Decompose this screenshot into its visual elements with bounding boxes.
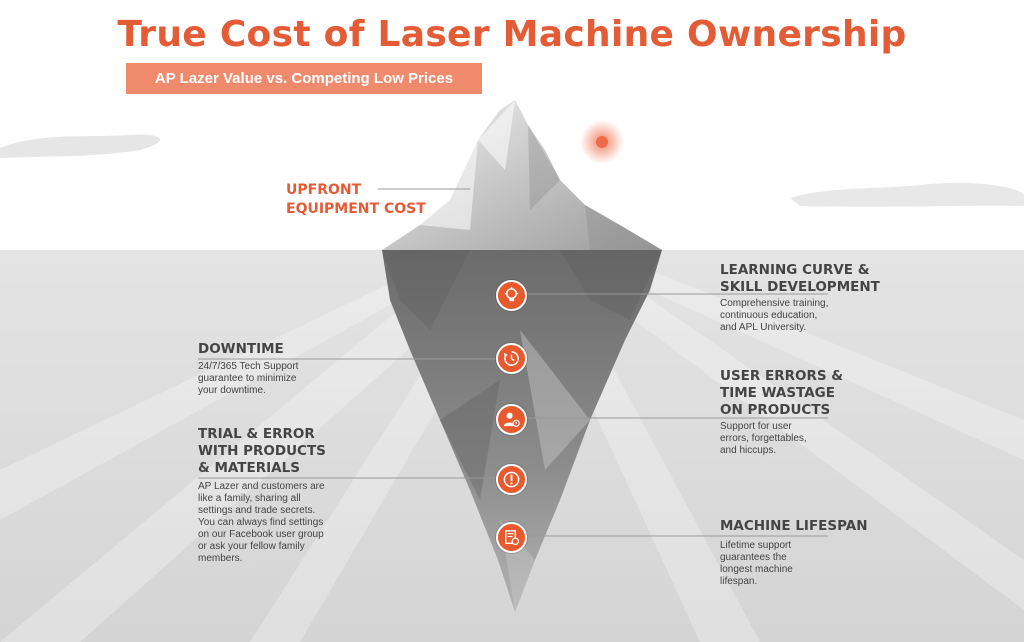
subtitle-banner: AP Lazer Value vs. Competing Low Prices <box>126 63 482 94</box>
trial-error-description: AP Lazer and customers are like a family… <box>198 481 325 564</box>
iceberg-underwater <box>382 250 662 612</box>
learning-curve-description: Comprehensive training, continuous educa… <box>720 298 829 333</box>
exclamation-icon <box>496 464 527 495</box>
page-title: True Cost of Laser Machine Ownership <box>117 14 907 55</box>
downtime-description: 24/7/365 Tech Support guarantee to minim… <box>198 361 299 396</box>
learning-curve-heading: LEARNING CURVE & SKILL DEVELOPMENT <box>720 262 880 295</box>
cloud-right <box>790 182 1024 207</box>
user-errors-heading: USER ERRORS & TIME WASTAGE ON PRODUCTS <box>720 368 844 418</box>
cloud-left <box>0 134 161 158</box>
machine-lifespan-heading: MACHINE LIFESPAN <box>720 518 868 534</box>
document-gear-icon <box>496 522 527 553</box>
trial-error-heading: TRIAL & ERROR WITH PRODUCTS & MATERIALS <box>198 426 326 476</box>
downtime-heading: DOWNTIME <box>198 341 284 357</box>
machine-lifespan-description: Lifetime support guarantees the longest … <box>720 540 793 587</box>
user-warning-icon <box>496 404 527 435</box>
user-errors-description: Support for user errors, forgettables, a… <box>720 421 807 456</box>
upfront-cost-label: UPFRONT EQUIPMENT COST <box>286 182 426 217</box>
lightbulb-gear-icon <box>496 280 527 311</box>
clock-refresh-icon <box>496 343 527 374</box>
